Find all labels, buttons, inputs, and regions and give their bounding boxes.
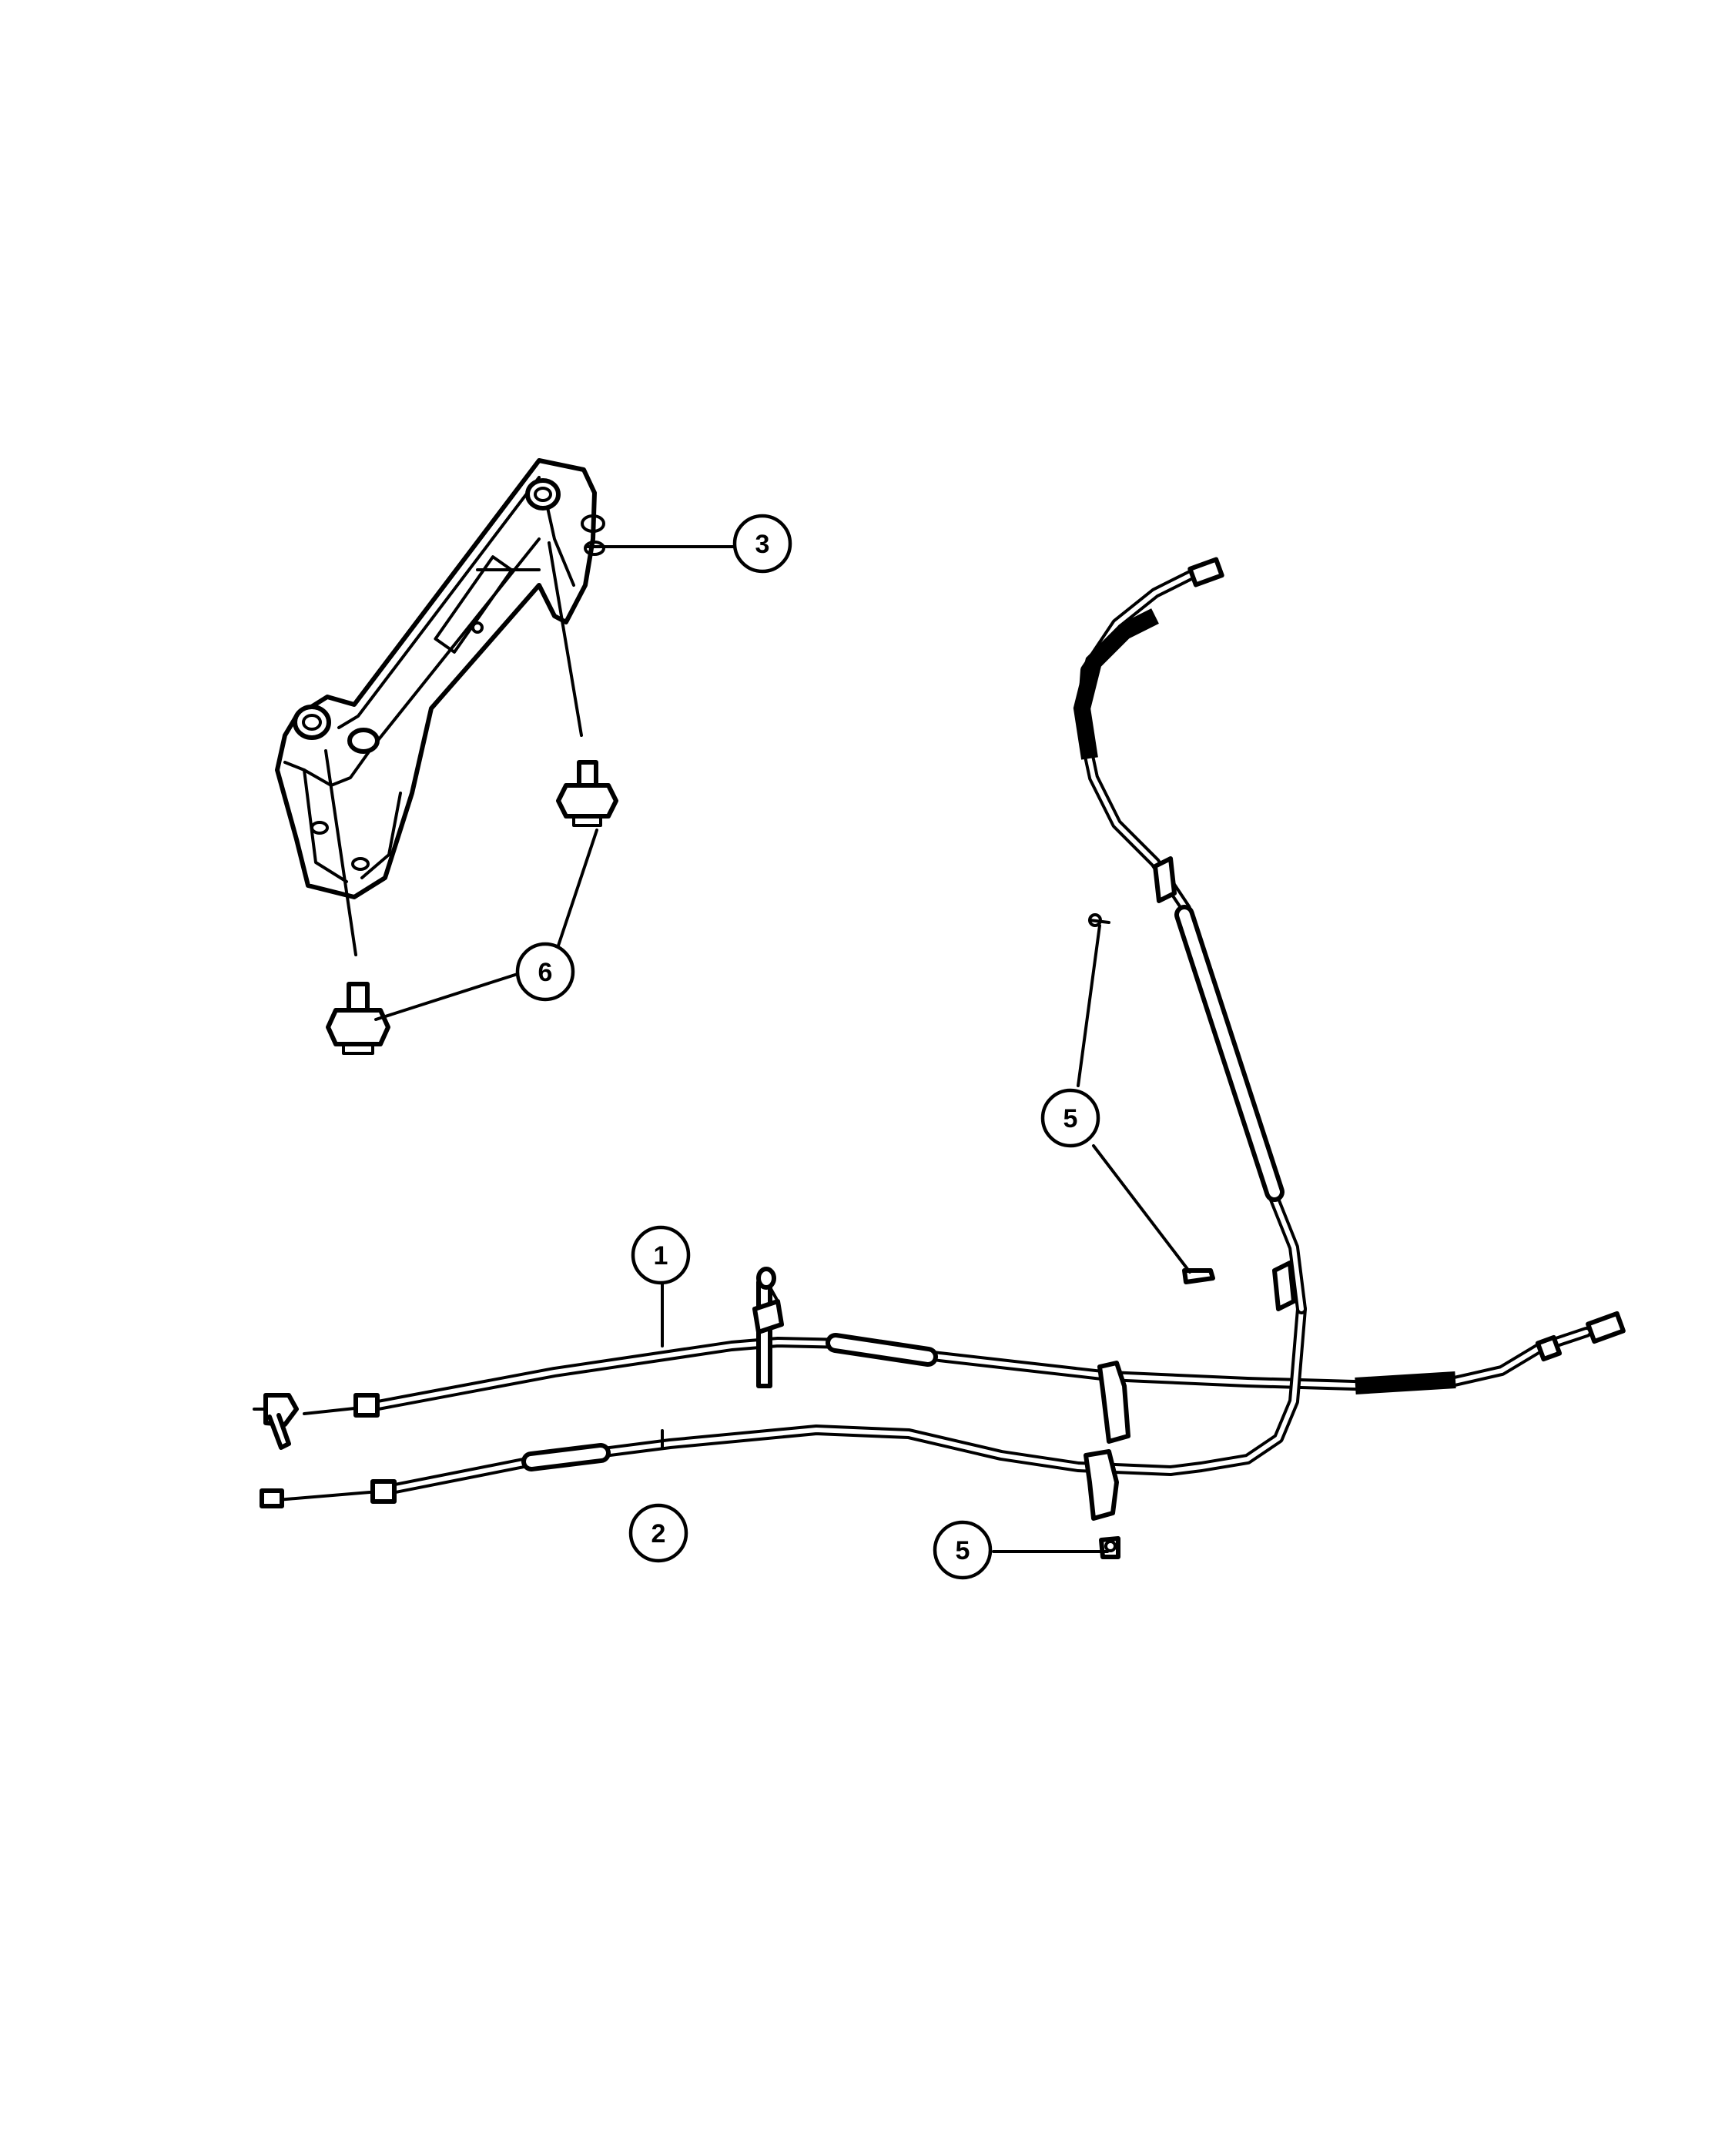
callout-5-lower: 5 <box>933 1520 993 1580</box>
callout-2: 2 <box>628 1503 688 1563</box>
callout-3-label: 3 <box>755 530 770 559</box>
callout-5-upper-label: 5 <box>1063 1104 1078 1133</box>
bolt-upper <box>556 760 618 827</box>
mounting-bracket <box>275 458 605 899</box>
cable-rear <box>1073 557 1307 1314</box>
callout-3: 3 <box>732 514 792 574</box>
cable-1 <box>253 1311 1626 1450</box>
callout-5-lower-label: 5 <box>956 1536 970 1565</box>
cable-bracket-upper <box>1097 1361 1130 1444</box>
callout-5-upper: 5 <box>1040 1088 1100 1148</box>
callout-2-label: 2 <box>651 1519 666 1548</box>
clip-middle <box>1182 1268 1215 1284</box>
leader-lines <box>324 541 1191 1553</box>
callout-1: 1 <box>631 1225 691 1285</box>
bolt-lower <box>326 982 390 1055</box>
clip-upper <box>1088 913 1110 927</box>
callout-6: 6 <box>515 942 575 1002</box>
callout-1-label: 1 <box>654 1241 668 1270</box>
cable-1-clip <box>752 1267 784 1388</box>
cable-bracket-lower <box>1084 1449 1119 1521</box>
cable-2 <box>260 1304 1307 1508</box>
clip-lower <box>1099 1536 1120 1559</box>
callout-6-label: 6 <box>538 958 553 987</box>
